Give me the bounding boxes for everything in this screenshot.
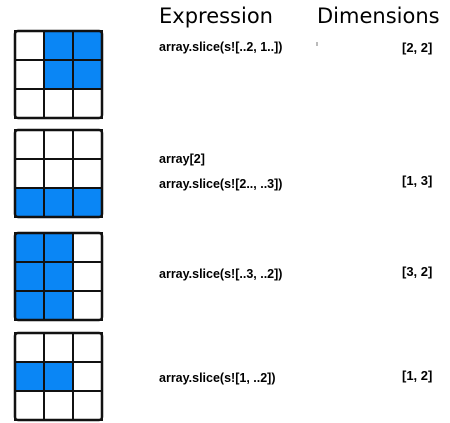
grid-cell: [14, 30, 45, 61]
grid-diagram-2: [13, 128, 104, 219]
dimensions-value-2: [1, 3]: [402, 173, 433, 188]
grid-border: [13, 29, 104, 120]
grid-cell: [72, 390, 103, 421]
grid-cell: [14, 158, 45, 189]
highlighted-cell: [43, 361, 74, 392]
grid-diagram-1: [13, 29, 104, 120]
grid-border: [13, 231, 104, 322]
highlighted-cell: [72, 59, 103, 90]
highlighted-cell: [43, 232, 74, 263]
highlighted-cell: [43, 59, 74, 90]
grid-border: [13, 331, 104, 422]
grid-cell: [72, 129, 103, 160]
highlighted-cell: [14, 187, 45, 218]
expression-label-4: array.slice(s![1, ..2]): [159, 371, 276, 385]
grid-cell: [72, 290, 103, 321]
highlighted-cell: [72, 187, 103, 218]
dimensions-header: Dimensions: [317, 4, 440, 28]
grid-cell: [72, 332, 103, 363]
grid-cell: [43, 332, 74, 363]
dimensions-value-4: [1, 2]: [402, 368, 433, 383]
dimensions-value-1: [2, 2]: [402, 40, 433, 55]
grid-cell: [72, 361, 103, 392]
expression-label-2b: array.slice(s![2.., ..3]): [159, 177, 283, 191]
grid-cell: [14, 390, 45, 421]
highlighted-cell: [14, 290, 45, 321]
expression-label-1: array.slice(s![..2, 1..]): [159, 40, 283, 54]
highlighted-cell: [14, 261, 45, 292]
highlighted-cell: [43, 261, 74, 292]
grid-cell: [14, 59, 45, 90]
grid-diagram-3: [13, 231, 104, 322]
grid-cell: [43, 88, 74, 119]
highlighted-cell: [43, 187, 74, 218]
grid-cell: [72, 88, 103, 119]
dimensions-value-3: [3, 2]: [402, 264, 433, 279]
expression-label-3: array.slice(s![..3, ..2]): [159, 267, 283, 281]
grid-cell: [43, 390, 74, 421]
grid-cell: [72, 158, 103, 189]
grid-cell: [43, 158, 74, 189]
grid-border: [13, 128, 104, 219]
grid-svg: [13, 29, 104, 120]
highlighted-cell: [14, 361, 45, 392]
highlighted-cell: [72, 30, 103, 61]
grid-svg: [13, 231, 104, 322]
grid-cell: [72, 232, 103, 263]
highlighted-cell: [43, 290, 74, 321]
grid-cell: [43, 129, 74, 160]
stray-mark: [316, 42, 318, 46]
highlighted-cell: [43, 30, 74, 61]
grid-svg: [13, 128, 104, 219]
grid-cell: [14, 129, 45, 160]
grid-diagram-4: [13, 331, 104, 422]
grid-svg: [13, 331, 104, 422]
grid-cell: [14, 88, 45, 119]
expression-header: Expression: [159, 4, 273, 28]
expression-label-2a: array[2]: [159, 152, 205, 166]
grid-cell: [14, 332, 45, 363]
highlighted-cell: [14, 232, 45, 263]
grid-cell: [72, 261, 103, 292]
